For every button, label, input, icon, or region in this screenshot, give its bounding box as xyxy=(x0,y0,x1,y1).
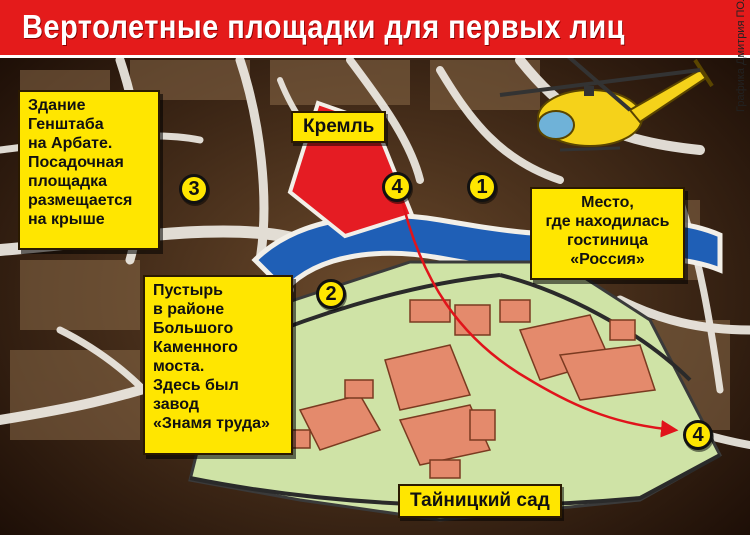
marker-4-garden: 4 xyxy=(683,420,713,450)
callout-genshtab-line: площадка xyxy=(28,173,108,190)
callout-genshtab-line: Генштаба xyxy=(28,116,104,133)
marker-2: 2 xyxy=(316,279,346,309)
callout-rossiya-line: «Россия» xyxy=(570,251,645,268)
route-arrow-icon xyxy=(398,191,679,438)
callout-pustyr-line: завод xyxy=(153,396,199,413)
callout-genshtab-line: Посадочная xyxy=(28,154,124,171)
marker-4-kremlin: 4 xyxy=(382,172,412,202)
callout-genshtab-line: на Арбате. xyxy=(28,135,113,152)
callout-genshtab-line: Здание xyxy=(28,97,86,114)
author-credit: Графика Дмитрия ПОЛУХИНА. xyxy=(735,0,747,112)
callout-pustyr: Пустырь в районе Большого Каменного мост… xyxy=(143,275,293,455)
kremlin-buildings xyxy=(269,299,656,479)
callout-rossiya-line: где находилась xyxy=(545,213,670,230)
secret-garden-label: Тайницкий сад xyxy=(398,484,562,518)
page-title: Вертолетные площадки для первых лиц xyxy=(22,8,625,45)
callout-rossiya-line: Место, xyxy=(581,194,634,211)
callout-pustyr-line: Пустырь xyxy=(153,282,224,299)
callout-genshtab: Здание Генштаба на Арбате. Посадочная пл… xyxy=(18,90,160,250)
title-bar: Вертолетные площадки для первых лиц xyxy=(0,0,750,58)
callout-pustyr-line: «Знамя труда» xyxy=(153,415,270,432)
callout-pustyr-line: Здесь был xyxy=(153,377,239,394)
kremlin-label: Кремль xyxy=(291,111,387,143)
callout-rossiya-line: гостиница xyxy=(566,232,648,249)
callout-pustyr-line: в районе xyxy=(153,301,225,318)
marker-1: 1 xyxy=(467,172,497,202)
marker-3: 3 xyxy=(179,174,209,204)
callout-rossiya: Место, где находилась гостиница «Россия» xyxy=(530,187,685,280)
callout-pustyr-line: Каменного xyxy=(153,339,238,356)
callout-genshtab-line: размещается xyxy=(28,192,133,209)
callout-pustyr-line: Большого xyxy=(153,320,234,337)
callout-pustyr-line: моста. xyxy=(153,358,205,375)
callout-genshtab-line: на крыше xyxy=(28,211,105,228)
helicopter-icon xyxy=(499,43,714,152)
